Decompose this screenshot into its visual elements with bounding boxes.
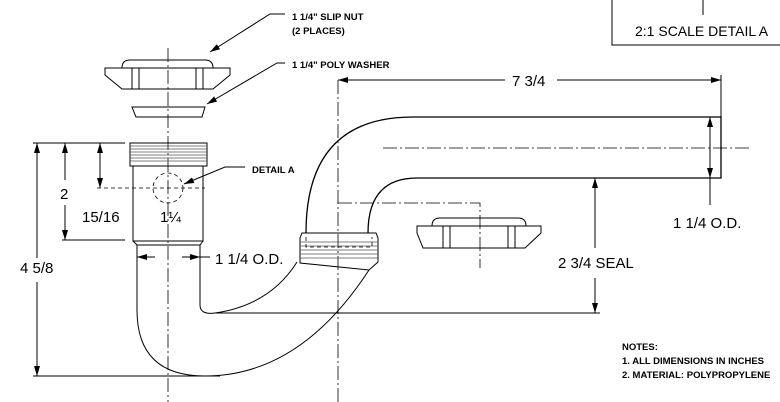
slip-nut-leader: [209, 13, 285, 53]
notes: NOTES: 1. ALL DIMENSIONS IN INCHES 2. MA…: [622, 342, 770, 381]
left-dimensions: [33, 142, 220, 377]
notes-heading: NOTES:: [622, 342, 658, 353]
tailpiece-height-dim: 2: [60, 186, 68, 203]
slip-nut-qty-label: (2 PLACES): [292, 26, 345, 37]
note-2: 2. MATERIAL: POLYPROPYLENE: [622, 370, 770, 381]
arm-od-dim: 1 1/4 O.D.: [673, 215, 741, 232]
tailpiece-od-dim: 1 1/4 O.D.: [215, 251, 283, 268]
tailpiece-dia-dim: 1¼: [160, 209, 181, 226]
title-block: 2:1 SCALE DETAIL A: [611, 0, 780, 46]
poly-washer-label: 1 1/4" POLY WASHER: [292, 60, 390, 71]
seal-dim: 2 3/4 SEAL: [558, 255, 634, 272]
overall-length-dim: 7 3/4: [512, 73, 545, 90]
trap-arm: [305, 116, 722, 234]
detail-height-dim: 15/16: [82, 209, 120, 226]
note-1: 1. ALL DIMENSIONS IN INCHES: [622, 356, 764, 367]
poly-washer: [131, 106, 206, 118]
slip-nut-side: [416, 217, 542, 249]
washer-leader: [206, 62, 285, 105]
slip-nut-label: 1 1/4" SLIP NUT: [292, 12, 364, 23]
detail-a-label: DETAIL A: [252, 165, 295, 176]
title-block-text: 2:1 SCALE DETAIL A: [635, 23, 769, 39]
tailpiece: [129, 142, 208, 246]
overall-height-dim: 4 5/8: [20, 260, 53, 277]
nut-centerline: [338, 202, 481, 268]
trap-slip-nut: [299, 232, 379, 271]
slip-nut-top: [104, 59, 231, 90]
detail-leader: [183, 166, 245, 185]
